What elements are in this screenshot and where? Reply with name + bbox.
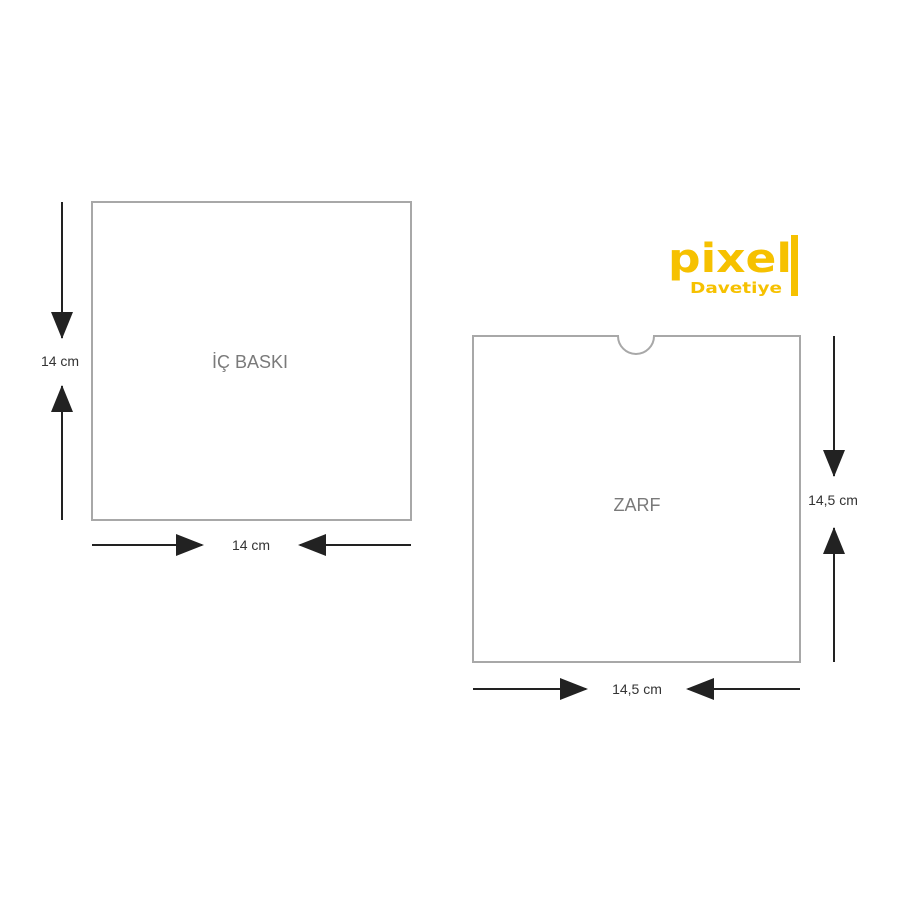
envelope-outline (472, 335, 801, 663)
envelope-height-label: 14,5 cm (808, 492, 858, 508)
inner-width-arrowhead-left (298, 534, 326, 556)
inner-card-width-label: 14 cm (232, 537, 270, 553)
inner-card-title: İÇ BASKI (212, 352, 288, 372)
logo-word: pixel (668, 236, 792, 282)
envelope-height-arrowhead-down (823, 450, 845, 477)
inner-card-height-dimension (51, 202, 73, 520)
envelope-width-dimension (473, 678, 800, 700)
envelope-title: ZARF (614, 495, 661, 515)
envelope-height-arrowhead-up (823, 527, 845, 554)
logo-bar (791, 235, 798, 296)
envelope-height-dimension (823, 336, 845, 662)
pixel-davetiye-logo: pixel Davetiye (668, 235, 798, 297)
envelope-width-label: 14,5 cm (612, 681, 662, 697)
inner-card-width-dimension (92, 534, 411, 556)
inner-card-outline (91, 201, 412, 521)
logo-subtitle: Davetiye (690, 279, 782, 297)
envelope-width-arrowhead-left (686, 678, 714, 700)
envelope-width-arrowhead-right (560, 678, 588, 700)
inner-width-arrowhead-right (176, 534, 204, 556)
inner-height-arrowhead-up (51, 385, 73, 412)
inner-card-height-label: 14 cm (41, 353, 79, 369)
inner-height-arrowhead-down (51, 312, 73, 339)
